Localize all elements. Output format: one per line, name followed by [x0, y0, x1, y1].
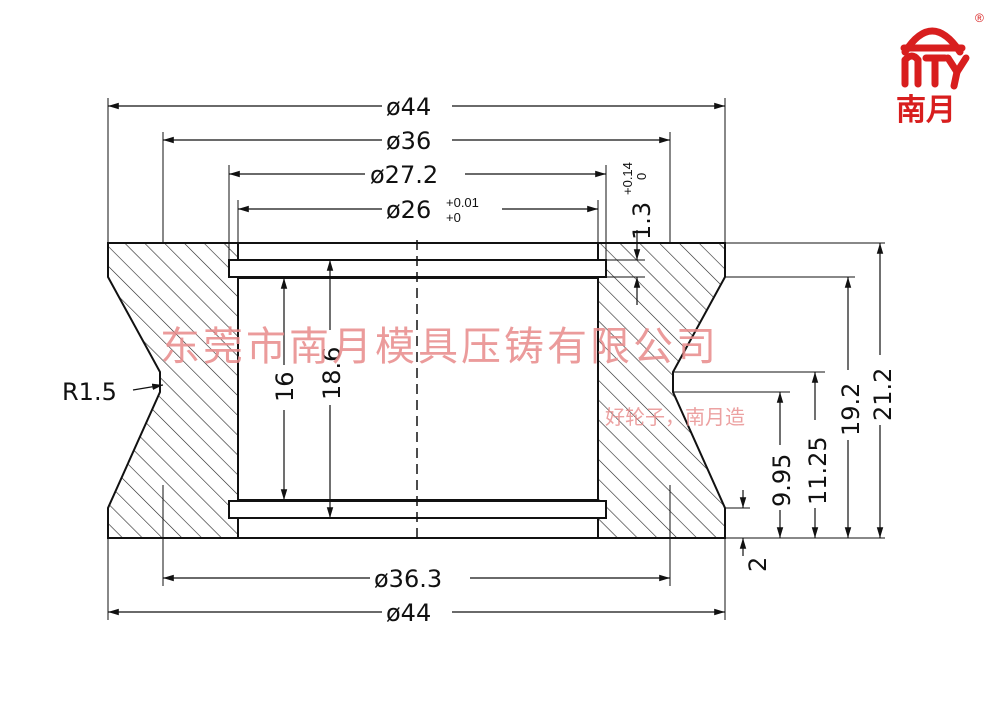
dim-h-9-95-label: 9.95: [768, 454, 796, 507]
dim-h-2-label: 2: [744, 557, 772, 572]
dim-groove-depth-label: 1.3: [628, 202, 656, 240]
dim-h-21-2: 21.2: [867, 243, 897, 538]
dim-height-18-6: 18.6: [317, 260, 346, 518]
dim-h-9-95: 9.95: [767, 392, 796, 538]
part-section-left: [107, 242, 239, 539]
part-section-right: [597, 242, 726, 539]
dim-radius-label: R1.5: [62, 378, 117, 406]
dim-height-18-6-label: 18.6: [318, 347, 346, 400]
dim-bottom-36-3-label: ø36.3: [374, 565, 442, 593]
logo-name: 南月: [896, 93, 956, 128]
dim-bottom-36-3: ø36.3: [163, 564, 670, 593]
dim-top-36-label: ø36: [386, 127, 431, 155]
dim-top-26-label: ø26: [386, 196, 431, 224]
dim-top-27: ø27.2: [229, 160, 606, 189]
watermark-company: 东莞市南月模具压铸有限公司: [160, 324, 719, 370]
dim-height-16: 16: [271, 278, 299, 500]
dim-h-11-25-label: 11.25: [804, 436, 832, 505]
logo-mark-icon: [900, 27, 970, 90]
dim-groove-tol-lower: 0: [634, 173, 649, 180]
dim-top-26-tol-upper: +0.01: [446, 195, 479, 210]
dim-top-36: ø36: [163, 126, 670, 155]
dim-top-outer-label: ø44: [386, 93, 431, 121]
watermark-slogan: 好轮子，南月造: [605, 405, 745, 429]
dim-radius: R1.5: [62, 378, 164, 406]
dim-top-26: ø26 +0.01 +0: [238, 194, 598, 225]
company-logo: 南月 ®: [896, 11, 984, 128]
registered-mark: ®: [975, 11, 984, 25]
dim-groove-tol-upper: +0.14: [620, 162, 635, 195]
dim-groove-depth: 1.3 +0.14 0: [606, 162, 656, 305]
dim-height-16-label: 16: [271, 371, 299, 402]
dim-top-27-label: ø27.2: [370, 161, 438, 189]
dim-h-2: 2: [739, 490, 772, 572]
dim-top-26-tol-lower: +0: [446, 210, 461, 225]
dim-h-11-25: 11.25: [802, 372, 832, 538]
dim-h-19-2: 19.2: [835, 277, 865, 538]
dim-h-21-2-label: 21.2: [869, 368, 897, 421]
dim-bottom-outer: ø44: [108, 598, 725, 627]
dim-bottom-outer-label: ø44: [386, 599, 431, 627]
dim-top-outer: ø44: [108, 92, 725, 121]
dim-h-19-2-label: 19.2: [837, 383, 865, 436]
